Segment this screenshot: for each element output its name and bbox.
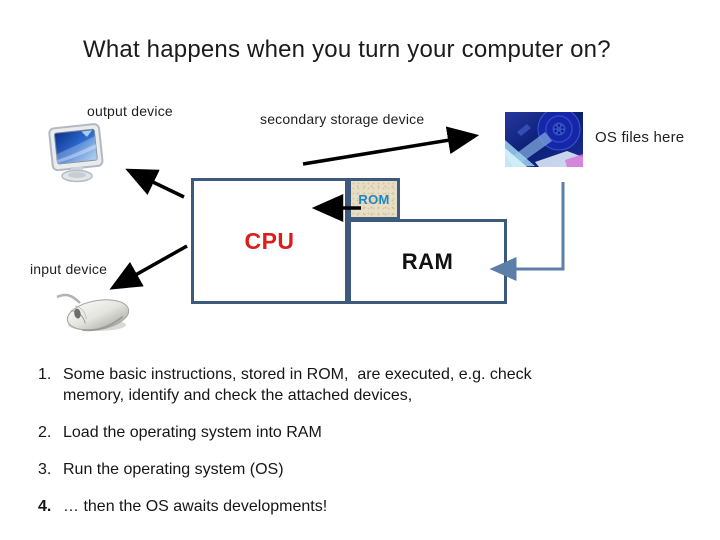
ram-box: RAM xyxy=(348,219,507,304)
page-title: What happens when you turn your computer… xyxy=(83,36,611,63)
item-number: 2. xyxy=(38,424,52,441)
list-item: 4. … then the OS awaits developments! xyxy=(38,496,613,517)
arrow-cpu-to-input xyxy=(109,244,188,290)
list-item: 3. Run the operating system (OS) xyxy=(38,459,613,480)
item-text: Some basic instructions, stored in ROM, … xyxy=(63,366,537,404)
item-number: 1. xyxy=(38,366,52,383)
list-item: 2. Load the operating system into RAM xyxy=(38,422,613,443)
cpu-label: CPU xyxy=(244,227,295,254)
arrow-cpu-to-output xyxy=(125,168,185,199)
item-text: … then the OS awaits developments! xyxy=(63,498,328,515)
secondary-storage-label: secondary storage device xyxy=(260,111,425,127)
os-files-label: OS files here xyxy=(595,129,685,146)
ram-label: RAM xyxy=(401,248,454,274)
arrow-cpu-to-storage xyxy=(302,126,480,166)
item-number: 4. xyxy=(38,498,52,515)
mouse-icon xyxy=(50,291,138,335)
boot-steps-list: 1. Some basic instructions, stored in RO… xyxy=(38,364,613,533)
cpu-box: CPU xyxy=(191,178,348,304)
list-item: 1. Some basic instructions, stored in RO… xyxy=(38,364,613,406)
item-text: Run the operating system (OS) xyxy=(63,461,284,478)
hard-disk-icon xyxy=(505,107,583,167)
output-device-label: output device xyxy=(87,103,173,119)
monitor-icon xyxy=(47,122,107,184)
item-number: 3. xyxy=(38,461,52,478)
rom-label: ROM xyxy=(358,191,390,207)
item-text: Load the operating system into RAM xyxy=(63,424,322,441)
rom-box: ROM xyxy=(348,178,400,220)
input-device-label: input device xyxy=(30,261,108,277)
